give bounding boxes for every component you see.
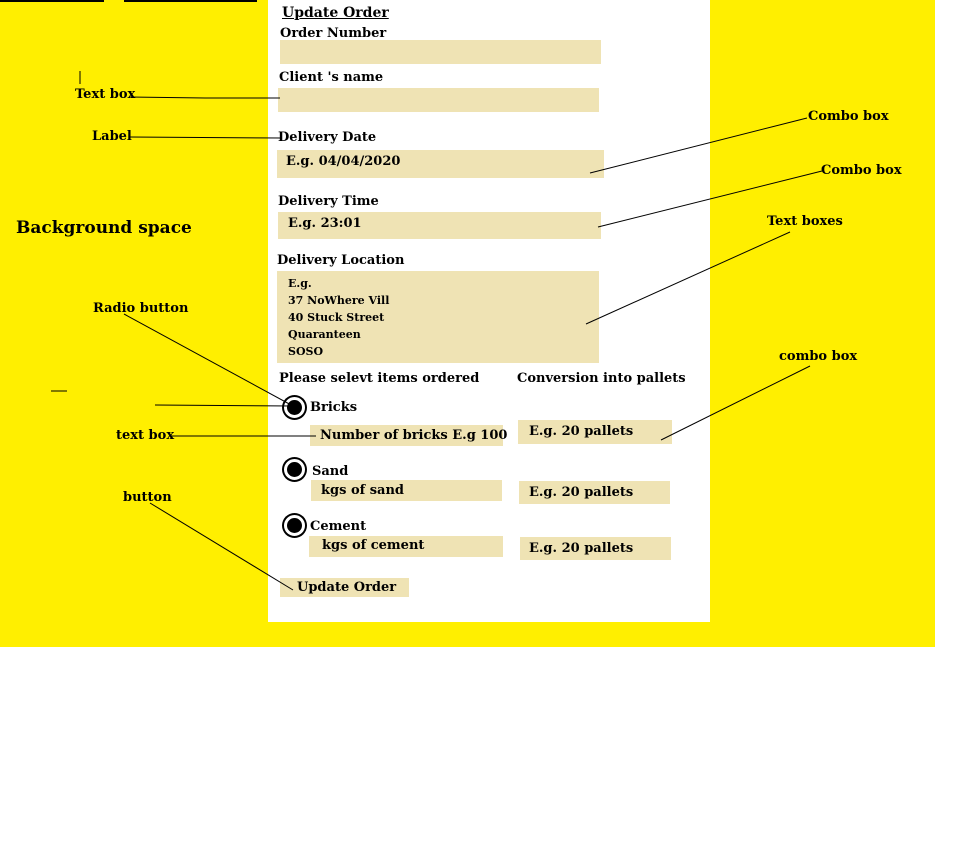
cement-quantity-value: kgs of cement (322, 538, 425, 553)
annotation-button: button (123, 490, 172, 505)
annotation-text-box: Text box (75, 87, 136, 102)
top-divider-line (0, 0, 104, 2)
annotation-text-boxes: Text boxes (767, 214, 843, 229)
delivery-time-label: Delivery Time (278, 194, 379, 209)
update-order-button[interactable]: Update Order (280, 578, 409, 597)
cement-pallets-value: E.g. 20 pallets (529, 541, 634, 556)
delivery-location-line: Quaranteen (288, 328, 361, 341)
top-divider-line (124, 0, 257, 2)
items-heading: Please selevt items ordered (279, 371, 480, 386)
sand-pallets-combo[interactable]: E.g. 20 pallets (519, 481, 670, 504)
order-number-field[interactable] (280, 40, 601, 64)
bricks-pallets-combo[interactable]: E.g. 20 pallets (518, 420, 672, 444)
delivery-location-line: 37 NoWhere Vill (288, 294, 390, 307)
sand-label: Sand (312, 464, 349, 479)
cement-pallets-combo[interactable]: E.g. 20 pallets (520, 537, 671, 560)
conversion-heading: Conversion into pallets (517, 371, 686, 386)
annotation-combo-box-lower: combo box (779, 349, 858, 364)
annotation-combo-box-1: Combo box (808, 109, 889, 124)
cement-label: Cement (310, 519, 367, 534)
sand-quantity-value: kgs of sand (321, 483, 405, 498)
sand-radio[interactable] (284, 459, 305, 480)
annotation-text-box-lower: text box (116, 428, 175, 443)
cement-quantity-field[interactable]: kgs of cement (309, 536, 503, 557)
sand-quantity-field[interactable]: kgs of sand (311, 480, 502, 501)
bricks-label: Bricks (310, 400, 358, 415)
client-name-label: Client 's name (279, 70, 384, 85)
annotation-radio-button: Radio button (93, 301, 189, 316)
bricks-quantity-value: Number of bricks E.g 100 (320, 428, 508, 443)
delivery-date-label: Delivery Date (278, 130, 377, 145)
update-order-button-label: Update Order (297, 580, 397, 595)
annotation-background-space: Background space (16, 218, 192, 238)
bricks-radio[interactable] (284, 397, 305, 418)
annotation-combo-box-2: Combo box (821, 163, 902, 178)
delivery-location-field[interactable]: E.g. 37 NoWhere Vill 40 Stuck Street Qua… (277, 271, 599, 363)
delivery-location-line: SOSO (288, 345, 324, 358)
delivery-location-line: E.g. (288, 277, 312, 290)
annotation-label: Label (92, 129, 132, 144)
cement-radio[interactable] (284, 515, 305, 536)
delivery-location-label: Delivery Location (277, 253, 405, 268)
delivery-date-value: E.g. 04/04/2020 (286, 154, 401, 169)
delivery-time-combo[interactable]: E.g. 23:01 (278, 212, 601, 239)
client-name-field[interactable] (278, 88, 599, 112)
bricks-pallets-value: E.g. 20 pallets (529, 424, 634, 439)
form-title: Update Order (282, 5, 389, 21)
delivery-time-value: E.g. 23:01 (288, 216, 362, 231)
bricks-quantity-field[interactable]: Number of bricks E.g 100 (310, 425, 507, 446)
order-number-label: Order Number (280, 26, 387, 41)
delivery-location-line: 40 Stuck Street (288, 311, 385, 324)
delivery-date-combo[interactable]: E.g. 04/04/2020 (277, 150, 604, 178)
sand-pallets-value: E.g. 20 pallets (529, 485, 634, 500)
